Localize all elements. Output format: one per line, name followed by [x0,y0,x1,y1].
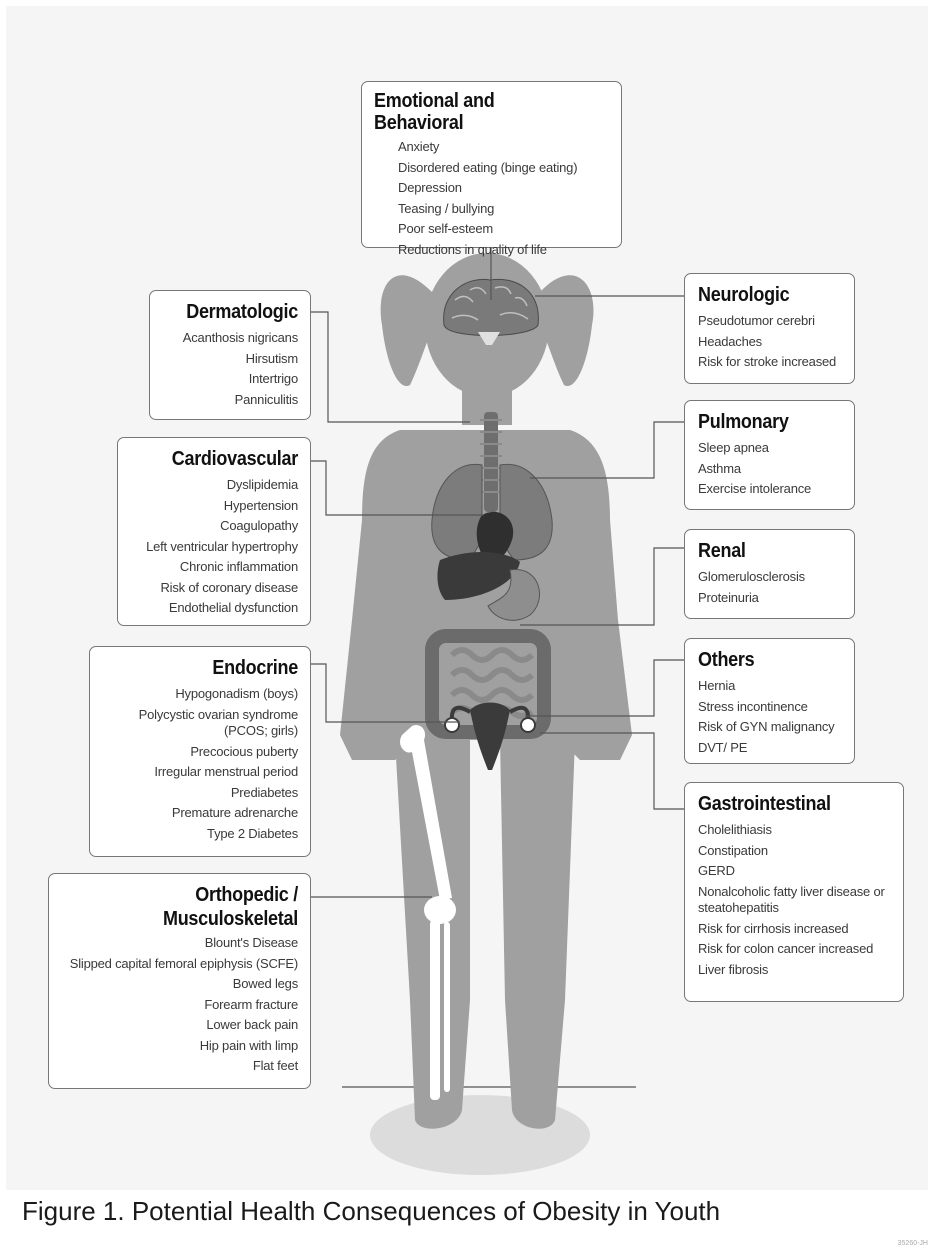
ground-shadow [370,1095,590,1175]
cardiovascular-list: Dyslipidemia Hypertension Coagulopathy L… [128,475,298,619]
list-item: Dyslipidemia [128,475,298,496]
child-silhouette [340,253,632,1129]
list-item: Endothelial dysfunction [128,598,298,619]
others-title: Others [698,649,831,671]
list-item: Poor self-esteem [398,219,611,240]
list-item: Acanthosis nigricans [160,328,298,349]
right-leg [500,740,575,1129]
orthopedic-title-line1: Orthopedic / [81,884,298,906]
list-item: DVT/ PE [698,738,846,759]
list-item: Liver fibrosis [698,960,895,981]
list-item: Flat feet [57,1056,298,1077]
figure-code: 35260-JH [898,1240,928,1247]
list-item: Stress incontinence [698,697,846,718]
list-item: Hirsutism [160,349,298,370]
list-item: Prediabetes [98,783,298,804]
pulmonary-box: Pulmonary Sleep apnea Asthma Exercise in… [684,400,855,510]
orthopedic-list: Blount's Disease Slipped capital femoral… [57,933,298,1077]
list-item: Risk for stroke increased [698,352,846,373]
list-item: Teasing / bullying [398,199,611,220]
list-item: Sleep apnea [698,438,846,459]
list-item: Hypogonadism (boys) [98,684,298,705]
list-item: Cholelithiasis [698,820,895,841]
endocrine-box: Endocrine Hypogonadism (boys) Polycystic… [89,646,311,857]
renal-box: Renal Glomerulosclerosis Proteinuria [684,529,855,619]
list-item: Anxiety [398,137,611,158]
dermatologic-list: Acanthosis nigricans Hirsutism Intertrig… [160,328,298,410]
list-item: Irregular menstrual period [98,762,298,783]
endocrine-title: Endocrine [118,657,298,679]
renal-title: Renal [698,540,831,562]
others-box: Others Hernia Stress incontinence Risk o… [684,638,855,764]
list-item: Risk for cirrhosis increased [698,919,895,940]
list-item: Premature adrenarche [98,803,298,824]
tibia [430,920,440,1100]
pulmonary-title: Pulmonary [698,411,831,433]
endocrine-list: Hypogonadism (boys) Polycystic ovarian s… [98,684,298,844]
list-item: Slipped capital femoral epiphysis (SCFE) [57,954,298,975]
emotional-behavioral-list: Anxiety Disordered eating (binge eating)… [398,137,611,260]
gastrointestinal-list: Cholelithiasis Constipation GERD Nonalco… [698,820,895,980]
list-item: Headaches [698,332,846,353]
list-item: Blount's Disease [57,933,298,954]
gastrointestinal-title: Gastrointestinal [698,793,875,815]
list-item: Chronic inflammation [128,557,298,578]
cardiovascular-title: Cardiovascular [145,448,298,470]
list-item: GERD [698,861,895,882]
gastrointestinal-box: Gastrointestinal Cholelithiasis Constipa… [684,782,904,1002]
list-item: Intertrigo [160,369,298,390]
list-item: Bowed legs [57,974,298,995]
list-item: Left ventricular hypertrophy [128,537,298,558]
orthopedic-box: Orthopedic / Musculoskeletal Blount's Di… [48,873,311,1089]
dermatologic-title: Dermatologic [174,301,298,323]
list-item: Proteinuria [698,588,846,609]
list-item: Coagulopathy [128,516,298,537]
list-item: Exercise intolerance [698,479,846,500]
cardiovascular-box: Cardiovascular Dyslipidemia Hypertension… [117,437,311,626]
list-item: Polycystic ovarian syndrome (PCOS; girls… [98,707,298,739]
list-item: Depression [398,178,611,199]
dermatologic-box: Dermatologic Acanthosis nigricans Hirsut… [149,290,311,420]
list-item: Constipation [698,841,895,862]
list-item: Hernia [698,676,846,697]
renal-list: Glomerulosclerosis Proteinuria [698,567,846,608]
knee [424,896,456,924]
list-item: Risk for colon cancer increased [698,939,895,960]
neurologic-title: Neurologic [698,284,831,306]
emotional-behavioral-box: Emotional and Behavioral Anxiety Disorde… [361,81,622,248]
list-item: Disordered eating (binge eating) [398,158,611,179]
list-item: Panniculitis [160,390,298,411]
fibula [444,922,450,1092]
list-item: Pseudotumor cerebri [698,311,846,332]
orthopedic-title-line2: Musculoskeletal [81,908,298,930]
list-item: Forearm fracture [57,995,298,1016]
list-item: Risk of GYN malignancy [698,717,846,738]
list-item: Reductions in quality of life [398,240,611,261]
list-item: Precocious puberty [98,742,298,763]
emotional-behavioral-title: Emotional and Behavioral [374,90,587,134]
list-item: Nonalcoholic fatty liver disease or stea… [698,884,895,916]
list-item: Lower back pain [57,1015,298,1036]
others-list: Hernia Stress incontinence Risk of GYN m… [698,676,846,758]
neurologic-box: Neurologic Pseudotumor cerebri Headaches… [684,273,855,384]
list-item: Glomerulosclerosis [698,567,846,588]
list-item: Hypertension [128,496,298,517]
list-item: Risk of coronary disease [128,578,298,599]
pulmonary-list: Sleep apnea Asthma Exercise intolerance [698,438,846,500]
list-item: Hip pain with limp [57,1036,298,1057]
list-item: Asthma [698,459,846,480]
list-item: Type 2 Diabetes [98,824,298,845]
figure-caption: Figure 1. Potential Health Consequences … [22,1196,720,1227]
neurologic-list: Pseudotumor cerebri Headaches Risk for s… [698,311,846,373]
